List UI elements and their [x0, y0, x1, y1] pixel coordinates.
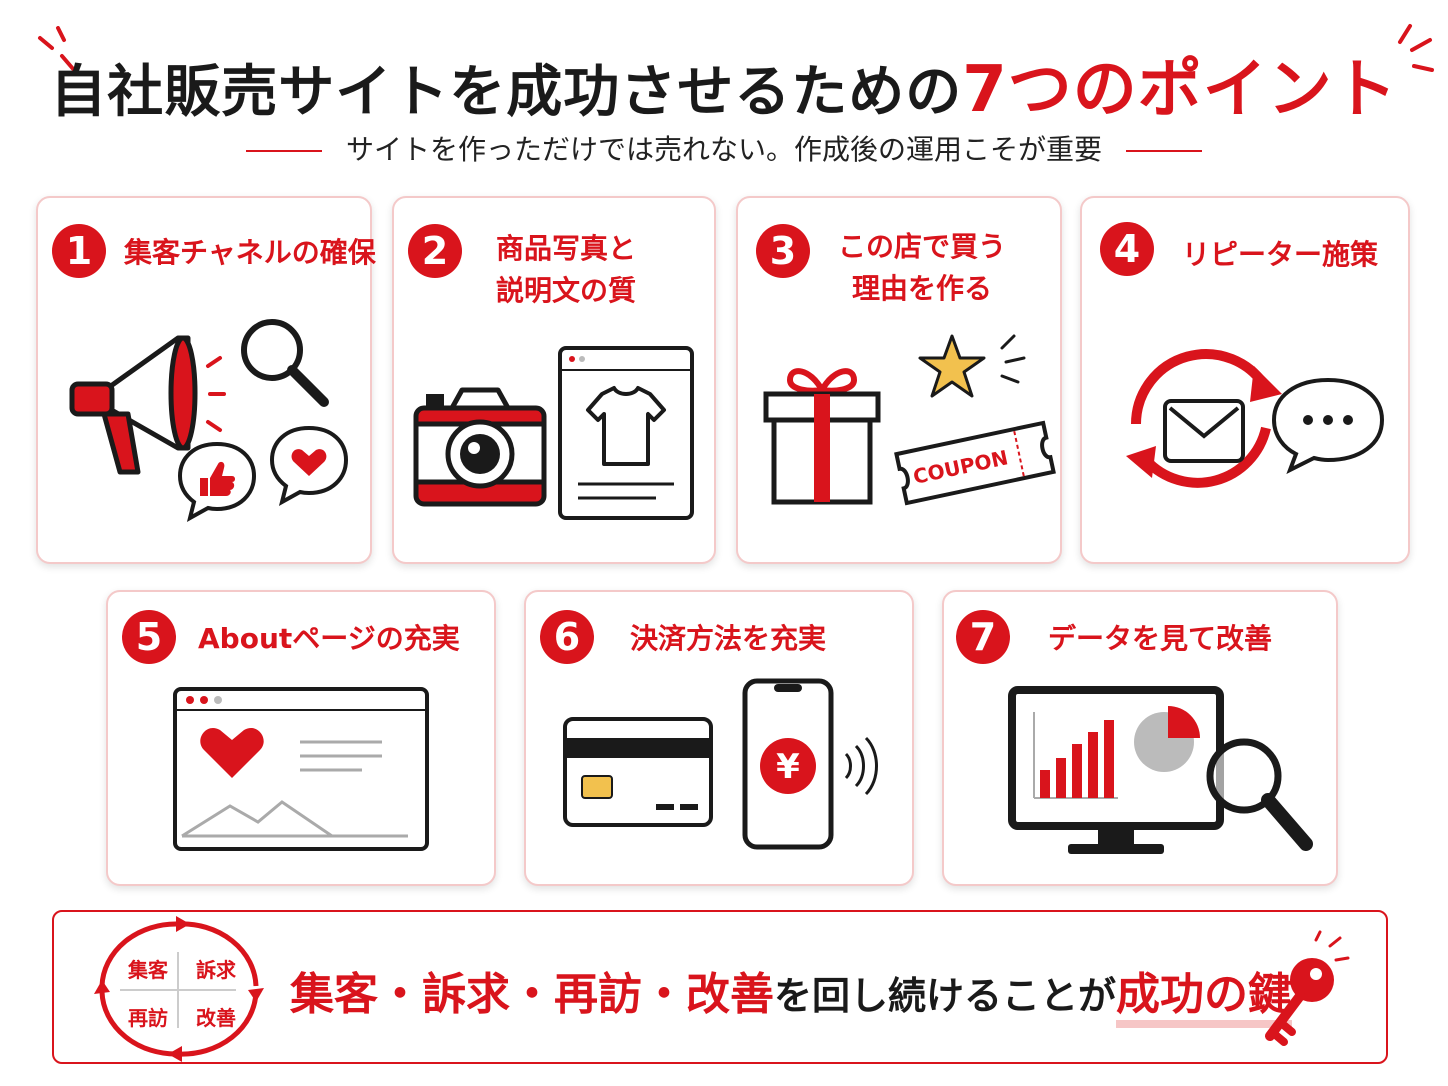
cycle-label-improve: 改善 [196, 1006, 236, 1030]
point-card-3: 3 この店で買う理由を作る COUPON [736, 196, 1062, 564]
sparkle-left-icon [38, 26, 76, 72]
summary-banner: 集客 訴求 再訪 改善 集客・訴求・再訪・改善を回し続けることが成功の鍵 [52, 910, 1388, 1064]
magnifier-icon [1206, 738, 1313, 851]
credit-card-icon [563, 717, 713, 827]
cycle-label-revisit: 再訪 [128, 1006, 168, 1030]
cycle-label-appeal: 訴求 [196, 958, 236, 982]
summary-cycle-text: 集客・訴求・再訪・改善 [290, 969, 774, 1020]
point-card-5: 5 Aboutページの充実 [106, 590, 496, 886]
tshirt-webpage-icon [558, 346, 694, 520]
pdca-cycle: 集客 訴求 再訪 改善 [90, 916, 266, 1066]
thumbs-up-bubble-icon [177, 441, 257, 522]
cycle-arrows-icon [1126, 349, 1282, 488]
gift-icon [763, 368, 881, 505]
star-icon [918, 334, 1026, 398]
point-title: Aboutページの充実 [198, 622, 460, 655]
point-number-badge: 5 [122, 610, 176, 664]
camera-icon [413, 387, 547, 507]
page-title: 自社販売サイトを成功させるための7つのポイント [50, 53, 1398, 127]
point-number-badge: 3 [756, 224, 810, 278]
subtitle-rule-left [245, 150, 322, 152]
key-icon [1265, 930, 1350, 1046]
point-card-7: 7 データを見て改善 [942, 590, 1338, 886]
chat-bubble-icon [1271, 377, 1385, 474]
point-number-badge: 7 [956, 610, 1010, 664]
magnifier-icon [241, 319, 329, 407]
yen-symbol: ¥ [776, 747, 800, 787]
cycle-label-attract: 集客 [128, 958, 168, 982]
point-number-badge: 4 [1100, 222, 1154, 276]
heart-bubble-icon [269, 425, 349, 506]
point-title: データを見て改善 [1048, 622, 1273, 655]
subtitle-rule-right [1126, 150, 1202, 152]
smartphone-yen-icon: ¥ [742, 678, 878, 850]
summary-key-text: 成功の鍵 [1116, 969, 1293, 1028]
sparkle-right-icon [1398, 24, 1434, 72]
megaphone-icon [69, 335, 226, 475]
point-title: 商品写真と説明文の質 [496, 232, 637, 307]
summary-message: 集客・訴求・再訪・改善を回し続けることが成功の鍵 [290, 958, 1293, 1028]
mail-icon [1163, 399, 1245, 463]
coupon-icon: COUPON [894, 420, 1056, 506]
point-card-2: 2 商品写真と説明文の質 [392, 196, 716, 564]
point-card-4: 4 リピーター施策 [1080, 196, 1410, 564]
about-webpage-icon [173, 687, 429, 851]
point-number-badge: 6 [540, 610, 594, 664]
page-subtitle: サイトを作っただけでは売れない。作成後の運用こそが重要 [0, 128, 1448, 168]
monitor-chart-icon [1008, 686, 1224, 854]
point-number-badge: 2 [408, 224, 462, 278]
point-title: リピーター施策 [1182, 238, 1379, 271]
title-accent: 7つのポイント [962, 53, 1398, 127]
point-title: この店で買う理由を作る [838, 230, 1007, 305]
point-number-badge: 1 [52, 224, 106, 278]
point-title: 集客チャネルの確保 [124, 236, 376, 269]
cycle-arrows-icon [94, 916, 264, 1062]
point-card-1: 1 集客チャネルの確保 [36, 196, 376, 564]
point-card-6: 6 決済方法を充実 ¥ [524, 590, 914, 886]
point-title: 決済方法を充実 [630, 622, 827, 655]
summary-mid-text: を回し続けることが [774, 974, 1117, 1018]
